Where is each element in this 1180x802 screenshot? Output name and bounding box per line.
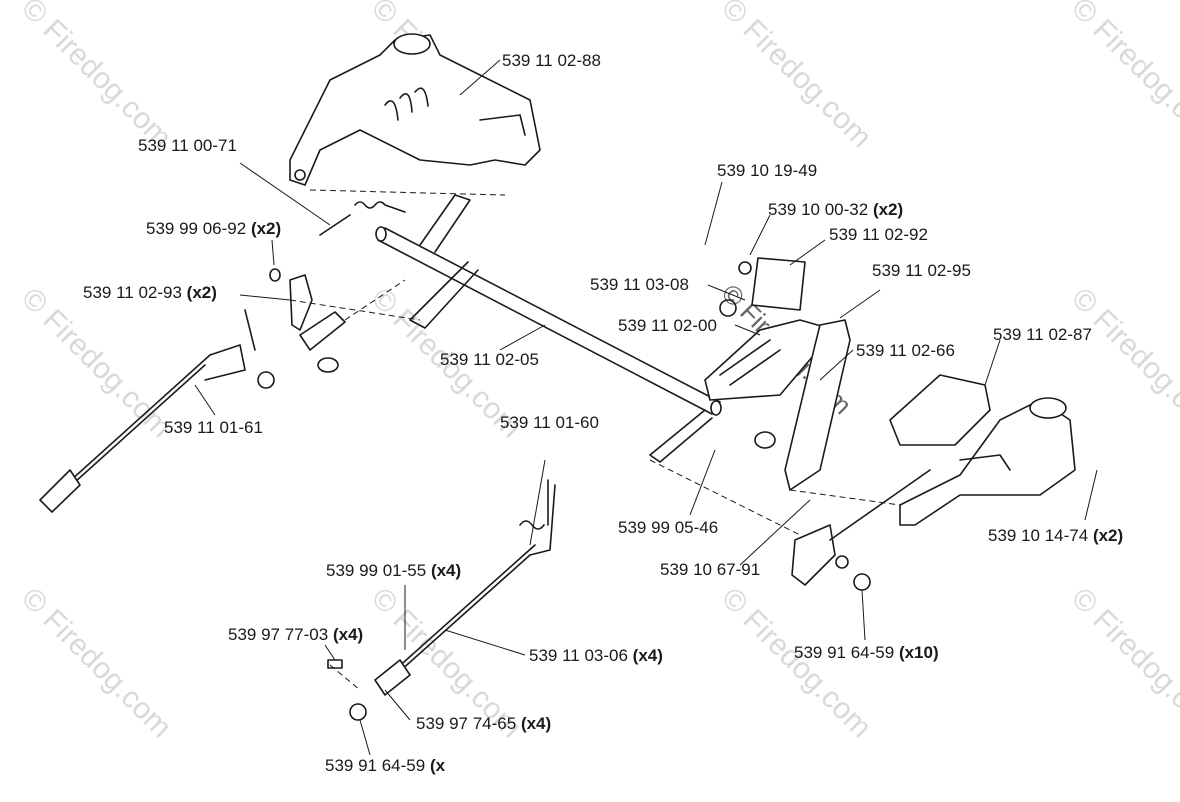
part-label: 539 11 03-08 xyxy=(590,275,689,294)
part-label: 539 11 02-66 xyxy=(856,341,955,360)
part-label: 539 11 03-06 (x4) xyxy=(529,646,663,665)
assembly-lines xyxy=(289,189,901,691)
part-label: 539 97 77-03 (x4) xyxy=(228,625,363,644)
part-label: 539 91 64-59 (x10) xyxy=(794,643,939,662)
part-labels: 539 11 02-88 539 11 00-71 539 99 06-92 (… xyxy=(83,51,1123,775)
right-mount-bracket xyxy=(889,374,1076,526)
part-label: 539 91 64-59 (x xyxy=(325,756,446,775)
part-label: 539 11 01-60 xyxy=(500,413,599,432)
part-label: 539 11 02-00 xyxy=(618,316,717,335)
watermark-text: © Firedog.com xyxy=(1065,582,1180,745)
part-label: 539 11 02-05 xyxy=(440,350,539,369)
left-adjust-rod xyxy=(39,309,275,513)
watermark-text: © Firedog.com xyxy=(15,582,178,745)
part-label: 539 10 19-49 xyxy=(717,161,817,180)
part-label: 539 11 01-61 xyxy=(164,418,263,437)
watermark-text: © Firedog.com xyxy=(715,0,878,154)
part-label: 539 11 02-92 xyxy=(829,225,928,244)
right-clevis-plate xyxy=(791,469,931,591)
watermark-text: © Firedog.com xyxy=(1065,0,1180,154)
part-label: 539 10 14-74 (x2) xyxy=(988,526,1123,545)
part-label: 539 99 06-92 (x2) xyxy=(146,219,281,238)
part-label: 539 11 02-87 xyxy=(993,325,1092,344)
part-label: 539 97 74-65 (x4) xyxy=(416,714,551,733)
lift-shaft xyxy=(375,194,722,463)
part-label: 539 99 05-46 xyxy=(618,518,718,537)
part-label: 539 11 02-95 xyxy=(872,261,971,280)
part-label: 539 99 01-55 (x4) xyxy=(326,561,461,580)
pedal-assembly xyxy=(704,257,851,491)
part-label: 539 11 02-88 xyxy=(502,51,601,70)
part-label: 539 10 00-32 (x2) xyxy=(768,200,903,219)
part-label: 539 11 00-71 xyxy=(138,136,237,155)
part-label: 539 10 67-91 xyxy=(660,560,760,579)
lower-rod-assembly xyxy=(327,484,556,721)
torsion-spring-lower xyxy=(519,479,549,530)
watermark-text: © Firedog.com xyxy=(1065,282,1180,445)
watermark-text: © Firedog.com xyxy=(715,582,878,745)
left-mount-bracket xyxy=(289,33,541,186)
part-label: 539 11 02-93 (x2) xyxy=(83,283,217,302)
left-clevis-plate xyxy=(269,268,346,373)
watermark-text: © Firedog.com xyxy=(15,0,178,154)
torsion-spring xyxy=(319,201,406,236)
watermark-text: © Firedog.com xyxy=(15,282,178,445)
leader-lines xyxy=(194,59,1098,756)
